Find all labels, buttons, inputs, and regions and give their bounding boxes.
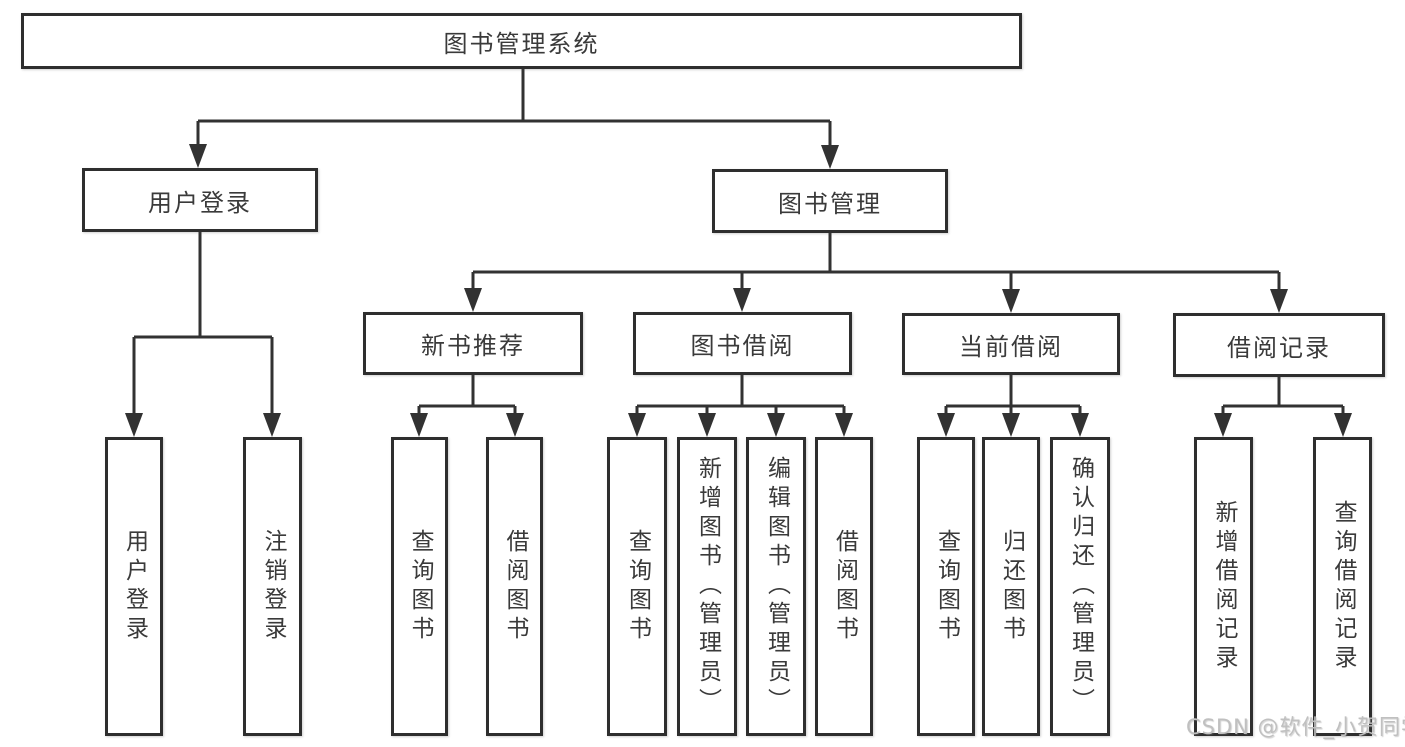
leaf-return-books: 归还图书 <box>982 437 1040 736</box>
leaf-query-books: 查询图书 <box>391 437 448 736</box>
leaf-edit-books-admin: 编辑图书（管理员） <box>746 437 806 736</box>
arrowhead <box>1002 289 1020 313</box>
connector-user-login-children <box>125 232 281 437</box>
arrowhead <box>1270 289 1288 313</box>
node-label: 用户登录 <box>148 188 252 217</box>
node-label: 图书管理 <box>778 189 882 218</box>
leaf-label: 确认归还（管理员） <box>1067 456 1094 717</box>
node-new-book-recommend: 新书推荐 <box>363 312 583 375</box>
arrowhead <box>1071 413 1089 437</box>
leaf-query-borrow-record: 查询借阅记录 <box>1313 437 1372 736</box>
connector-book-borrow-children <box>628 375 853 437</box>
leaf-query-books: 查询图书 <box>917 437 975 736</box>
arrowhead <box>263 413 281 437</box>
connector-current-borrow-children <box>937 375 1089 437</box>
leaf-label: 借阅图书 <box>502 528 528 645</box>
leaf-label: 查询图书 <box>933 528 960 645</box>
node-book-borrowing: 图书借阅 <box>633 312 852 375</box>
arrowhead <box>189 144 207 168</box>
arrowhead <box>125 413 143 437</box>
arrowhead <box>1214 413 1232 437</box>
node-label: 图书管理系统 <box>443 29 600 58</box>
node-user-login: 用户登录 <box>82 168 318 232</box>
arrowhead <box>937 413 955 437</box>
leaf-user-login: 用户登录 <box>105 437 163 736</box>
csdn-watermark: CSDN @软件_小贺同学 <box>1186 715 1405 739</box>
node-borrow-records: 借阅记录 <box>1173 313 1385 377</box>
arrowhead <box>410 413 428 437</box>
leaf-label: 查询借阅记录 <box>1330 499 1356 674</box>
leaf-label: 查询图书 <box>624 528 651 645</box>
leaf-label: 借阅图书 <box>831 528 858 645</box>
node-label: 新书推荐 <box>421 332 525 360</box>
arrowhead <box>1334 413 1352 437</box>
leaf-label: 编辑图书（管理员） <box>763 456 790 717</box>
leaf-query-books: 查询图书 <box>607 437 667 736</box>
leaf-borrow-books: 借阅图书 <box>486 437 543 736</box>
arrowhead <box>628 413 646 437</box>
leaf-confirm-return-admin: 确认归还（管理员） <box>1050 437 1110 736</box>
arrowhead <box>733 288 751 312</box>
connector-root-to-level1 <box>189 69 839 169</box>
connector-new-book-children <box>410 375 524 437</box>
node-label: 借阅记录 <box>1227 333 1331 362</box>
node-library-management-system: 图书管理系统 <box>21 13 1022 69</box>
leaf-add-books-admin: 新增图书（管理员） <box>677 437 737 736</box>
connector-book-mgmt-sections <box>464 233 1288 313</box>
arrowhead <box>698 413 716 437</box>
arrowhead <box>821 145 839 169</box>
arrowhead <box>464 288 482 312</box>
leaf-label: 新增图书（管理员） <box>694 456 721 717</box>
arrowhead <box>835 413 853 437</box>
leaf-label: 归还图书 <box>998 528 1025 645</box>
leaf-label: 新增借阅记录 <box>1211 499 1237 674</box>
arrowhead <box>506 413 524 437</box>
leaf-label: 查询图书 <box>407 528 433 645</box>
leaf-borrow-books: 借阅图书 <box>815 437 873 736</box>
node-book-management: 图书管理 <box>712 169 948 233</box>
connector-borrow-records-children <box>1214 377 1352 437</box>
leaf-logout: 注销登录 <box>243 437 302 736</box>
leaf-label: 用户登录 <box>121 528 148 645</box>
node-current-borrowing: 当前借阅 <box>902 313 1120 375</box>
node-label: 图书借阅 <box>690 332 795 360</box>
leaf-add-borrow-record: 新增借阅记录 <box>1194 437 1253 736</box>
arrowhead <box>1002 413 1020 437</box>
leaf-label: 注销登录 <box>260 528 286 645</box>
arrowhead <box>767 413 785 437</box>
node-label: 当前借阅 <box>959 332 1063 361</box>
